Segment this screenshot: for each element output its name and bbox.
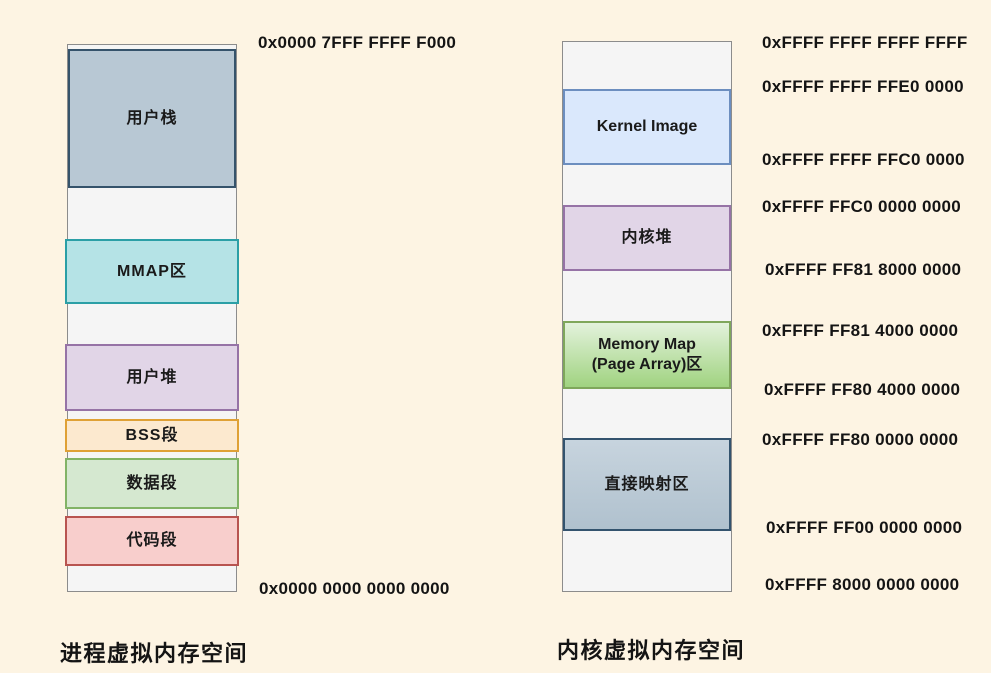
process-top-address: 0x0000 7FFF FFFF F000 [258, 33, 457, 52]
segment-kernel-image: Kernel Image [563, 89, 731, 165]
process-bottom-address: 0x0000 0000 0000 0000 [259, 579, 450, 598]
segment-mmap: MMAP区 [65, 239, 239, 304]
kernel-address-8: 0xFFFF FF00 0000 0000 [766, 518, 963, 537]
kernel-address-7: 0xFFFF FF80 0000 0000 [762, 430, 959, 449]
kernel-address-9: 0xFFFF 8000 0000 0000 [765, 575, 960, 594]
segment-user-heap-label: 用户堆 [126, 368, 178, 386]
segment-user-stack-label: 用户栈 [126, 109, 178, 127]
kernel-space-title: 内核虚拟内存空间 [557, 638, 746, 663]
segment-user-stack: 用户栈 [68, 49, 236, 188]
segment-memory-map-label-line1: Memory Map [598, 336, 696, 353]
segment-kernel-heap-label: 内核堆 [621, 229, 673, 246]
kernel-address-1: 0xFFFF FFFF FFE0 0000 [762, 77, 964, 96]
kernel-address-4: 0xFFFF FF81 8000 0000 [765, 260, 962, 279]
process-memory-column: 用户栈 MMAP区 用户堆 BSS段 数据段 代码段 [65, 44, 239, 592]
segment-direct-map: 直接映射区 [563, 438, 731, 531]
kernel-address-6: 0xFFFF FF80 4000 0000 [764, 380, 961, 399]
segment-data: 数据段 [65, 458, 239, 509]
segment-direct-map-label: 直接映射区 [604, 475, 690, 493]
segment-mmap-label: MMAP区 [117, 262, 187, 280]
segment-user-heap: 用户堆 [65, 344, 239, 411]
kernel-address-2: 0xFFFF FFFF FFC0 0000 [762, 150, 965, 169]
kernel-address-0: 0xFFFF FFFF FFFF FFFF [762, 33, 968, 52]
segment-bss: BSS段 [65, 419, 239, 452]
kernel-memory-column: Kernel Image 内核堆 Memory Map (Page Array)… [562, 41, 732, 592]
segment-bss-label: BSS段 [125, 426, 179, 444]
segment-code-label: 代码段 [126, 532, 178, 549]
kernel-address-5: 0xFFFF FF81 4000 0000 [762, 321, 959, 340]
segment-code: 代码段 [65, 516, 239, 566]
segment-memory-map-label-line2: (Page Array)区 [591, 356, 703, 373]
process-space-title: 进程虚拟内存空间 [60, 641, 249, 666]
segment-kernel-heap: 内核堆 [563, 205, 731, 271]
segment-kernel-image-label: Kernel Image [596, 118, 698, 135]
segment-memory-map: Memory Map (Page Array)区 [563, 321, 731, 389]
kernel-address-3: 0xFFFF FFC0 0000 0000 [762, 197, 962, 216]
segment-data-label: 数据段 [126, 474, 178, 492]
